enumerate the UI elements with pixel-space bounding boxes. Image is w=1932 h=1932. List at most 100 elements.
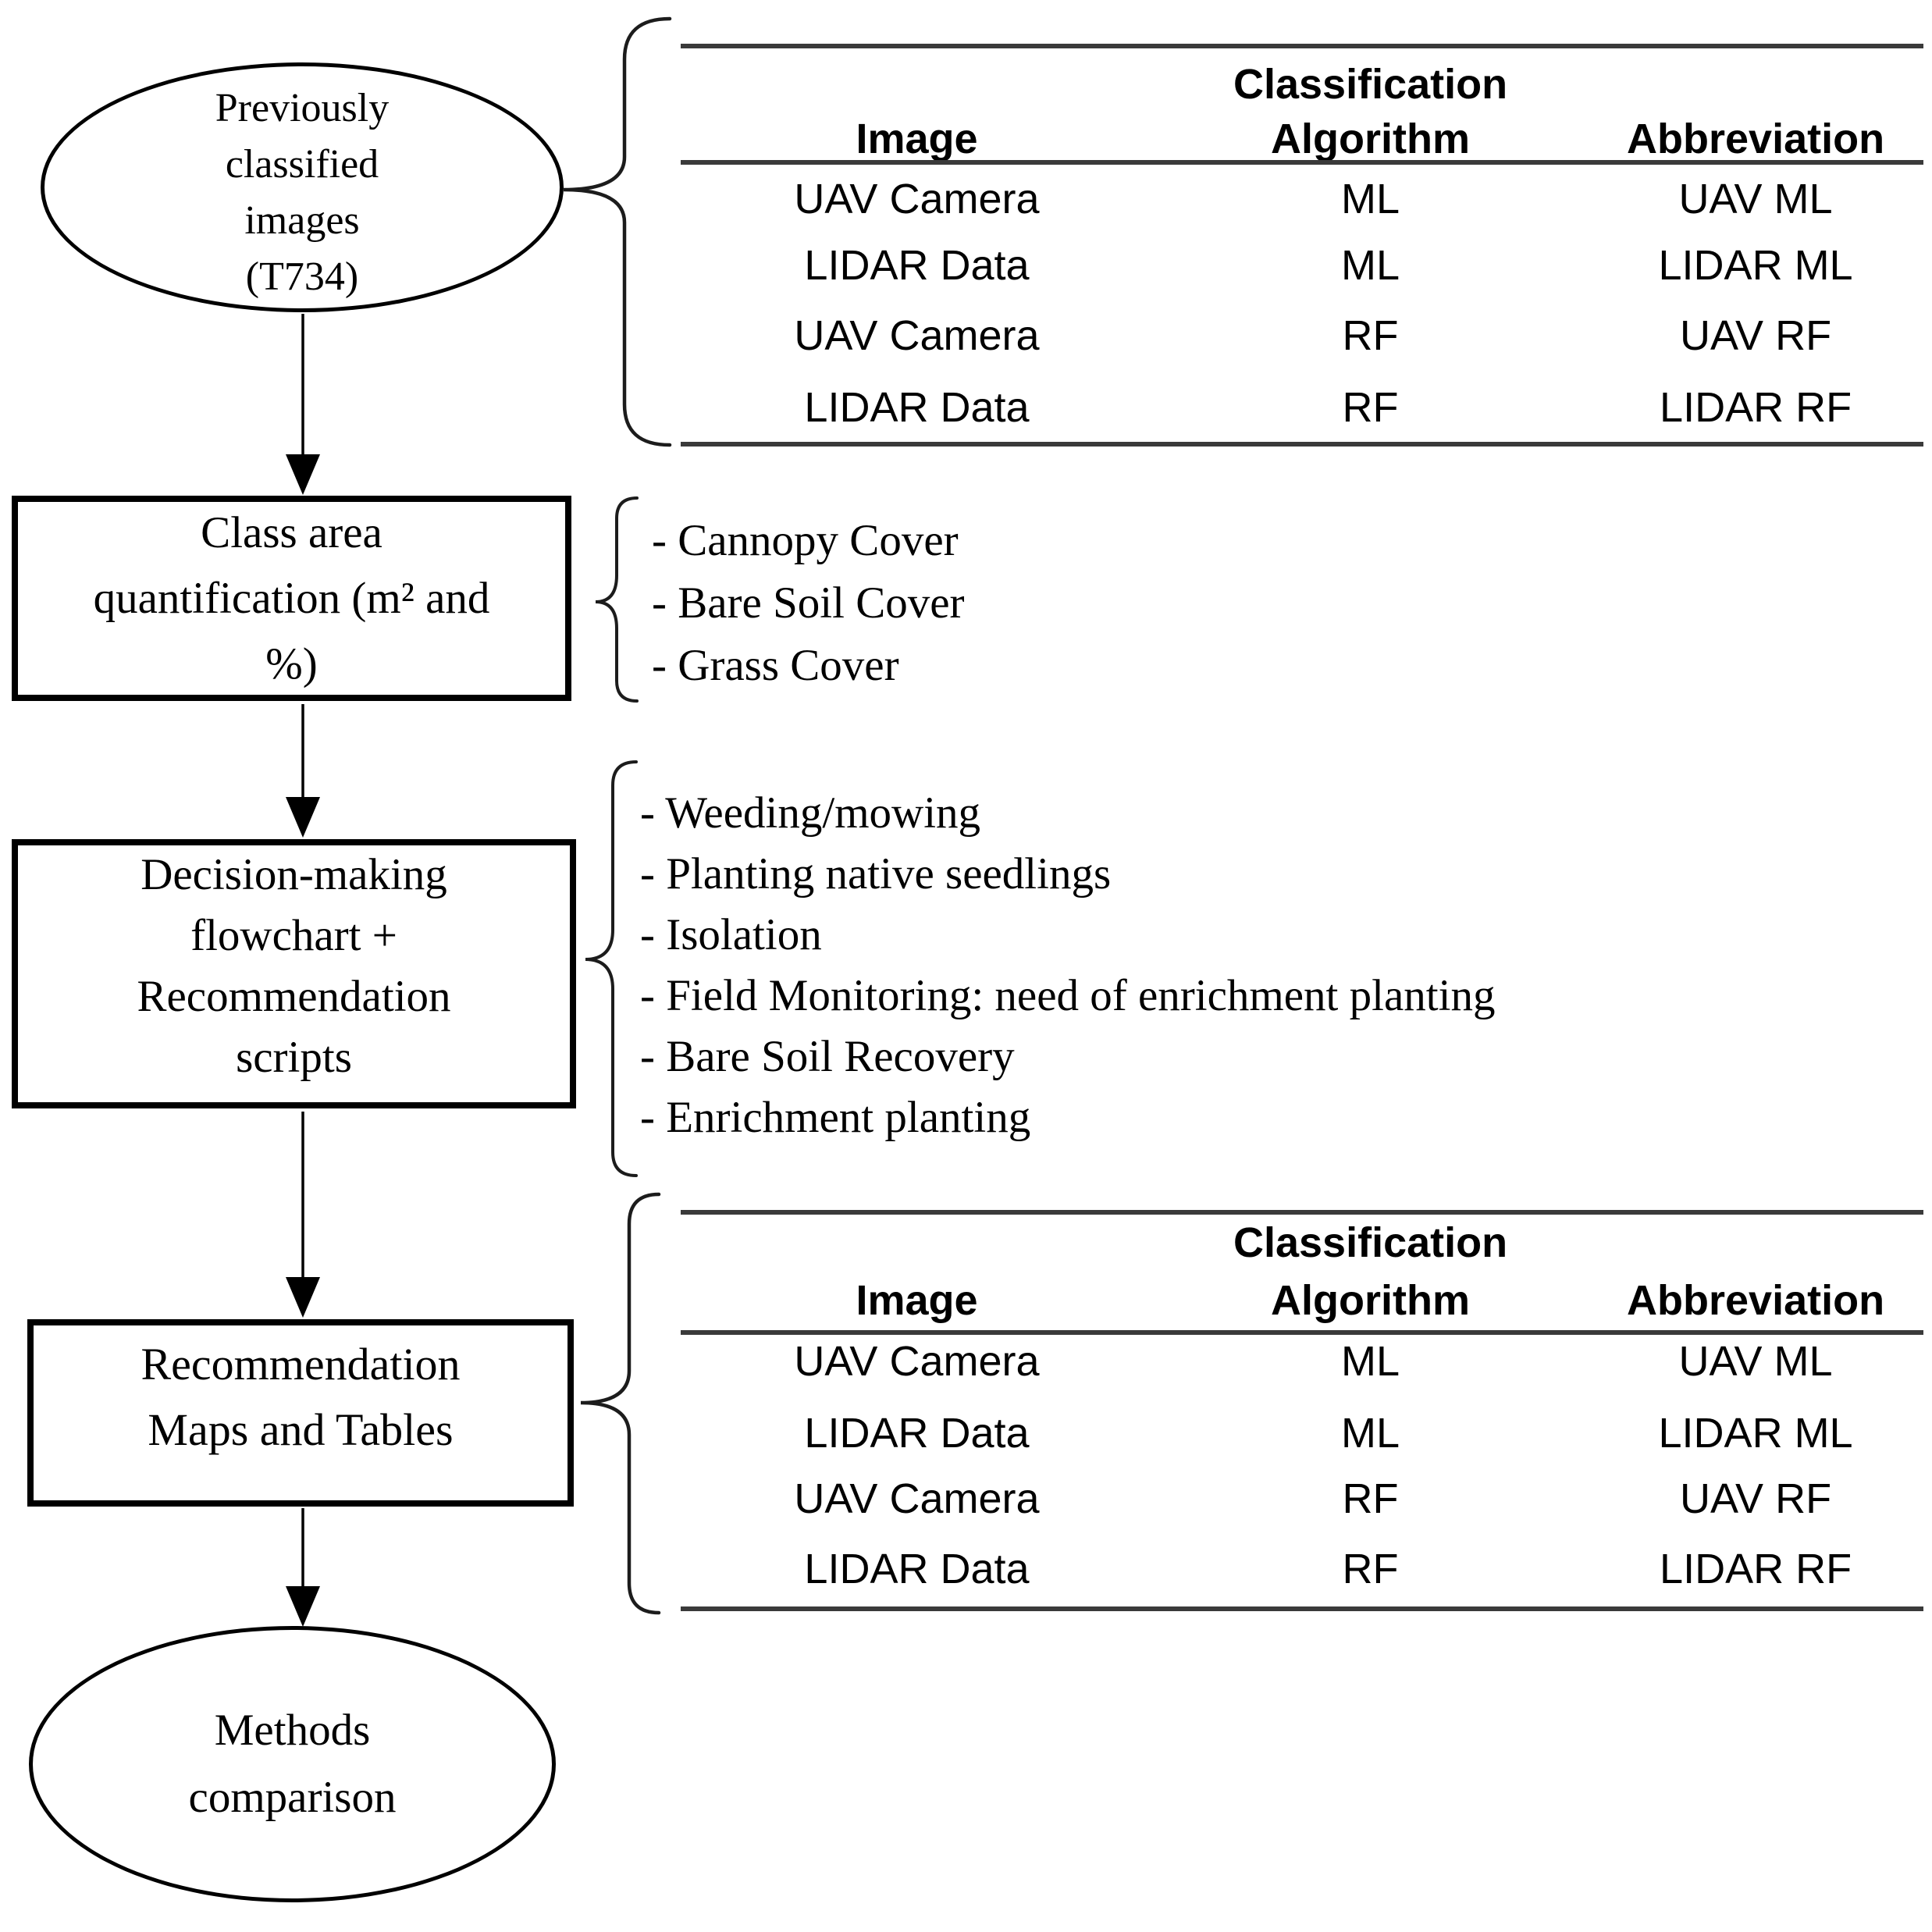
table-row: UAV Camera RF UAV RF xyxy=(681,309,1923,362)
cell-abbreviation: UAV ML xyxy=(1678,1338,1833,1385)
cell-abbreviation: UAV ML xyxy=(1678,176,1833,222)
col-header-image: Image xyxy=(856,1277,978,1324)
node-text-line: flowchart + xyxy=(190,910,397,960)
list-item: - Isolation xyxy=(640,909,822,959)
curly-brace-bottom-table xyxy=(580,1192,661,1615)
node-text-line: scripts xyxy=(236,1032,352,1082)
curly-brace-class-list xyxy=(595,496,639,703)
cell-abbreviation: LIDAR ML xyxy=(1658,1410,1853,1457)
cell-image: UAV Camera xyxy=(794,312,1040,359)
list-item: - Cannopy Cover xyxy=(652,515,959,565)
col-header-image: Image xyxy=(856,116,978,162)
list-item: - Bare Soil Recovery xyxy=(640,1031,1015,1081)
table-row: UAV Camera ML UAV ML xyxy=(681,1335,1923,1388)
node-text-line: images xyxy=(244,198,360,243)
node-text-line: quantification (m² and xyxy=(93,573,490,623)
table-row: UAV Camera ML UAV ML xyxy=(681,173,1923,226)
node-text-line: Recommendation xyxy=(137,971,451,1021)
list-item: - Field Monitoring: need of enrichment p… xyxy=(640,970,1496,1020)
arrow-ellipse-to-classarea xyxy=(286,314,320,495)
cell-image: LIDAR Data xyxy=(804,1546,1030,1592)
col-header-classification: Classification xyxy=(1233,61,1508,108)
col-header-abbreviation: Abbreviation xyxy=(1627,1277,1885,1324)
table-header-row-2: Image Algorithm Abbreviation xyxy=(681,1276,1923,1325)
cell-algorithm: RF xyxy=(1342,384,1399,431)
list-item: - Bare Soil Cover xyxy=(652,578,965,628)
node-text-line: Previously xyxy=(215,86,390,130)
cell-algorithm: RF xyxy=(1342,1546,1399,1592)
spacer xyxy=(1588,61,1923,108)
table-row: LIDAR Data RF LIDAR RF xyxy=(681,381,1923,434)
arrow-classarea-to-decision xyxy=(286,704,320,838)
curly-brace-actions-list xyxy=(585,760,638,1177)
cell-image: LIDAR Data xyxy=(804,384,1030,431)
cell-algorithm: RF xyxy=(1342,312,1399,359)
table-rule-bottom xyxy=(681,442,1923,447)
list-item: - Enrichment planting xyxy=(640,1092,1031,1142)
arrow-head xyxy=(286,1277,320,1318)
arrow-recommend-to-methods xyxy=(286,1508,320,1627)
cell-abbreviation: LIDAR RF xyxy=(1660,1546,1852,1592)
management-actions-list: - Weeding/mowing - Planting native seedl… xyxy=(640,782,1495,1147)
cell-image: UAV Camera xyxy=(794,1338,1040,1385)
node-text-line: (T734) xyxy=(245,254,359,299)
cell-abbreviation: LIDAR RF xyxy=(1660,384,1852,431)
spacer xyxy=(681,61,1153,108)
table-row: LIDAR Data RF LIDAR RF xyxy=(681,1542,1923,1596)
node-methods-comparison: Methods comparison xyxy=(29,1626,556,1902)
col-header-algorithm: Algorithm xyxy=(1271,116,1471,162)
table-rule-top xyxy=(681,44,1923,48)
table-row: LIDAR Data ML LIDAR ML xyxy=(681,1407,1923,1460)
cell-algorithm: ML xyxy=(1341,1410,1400,1457)
cell-algorithm: RF xyxy=(1342,1475,1399,1522)
col-header-abbreviation: Abbreviation xyxy=(1627,116,1885,162)
table-row: LIDAR Data ML LIDAR ML xyxy=(681,239,1923,292)
node-recommendation-maps-tables: Recommendation Maps and Tables xyxy=(27,1319,574,1507)
table-rule-top xyxy=(681,1210,1923,1215)
col-header-classification: Classification xyxy=(1233,1219,1508,1266)
list-item: - Weeding/mowing xyxy=(640,788,981,838)
arrow-head xyxy=(286,797,320,838)
cell-image: LIDAR Data xyxy=(804,1410,1030,1457)
node-text-line: Class area xyxy=(201,507,382,557)
node-text-line: Maps and Tables xyxy=(148,1404,454,1455)
table-rule-header xyxy=(681,1330,1923,1335)
cell-algorithm: ML xyxy=(1341,242,1400,289)
cell-abbreviation: UAV RF xyxy=(1680,1475,1832,1522)
table-rule-header xyxy=(681,160,1923,165)
class-cover-list: - Cannopy Cover - Bare Soil Cover - Gras… xyxy=(652,509,965,696)
table-header-row-2: Image Algorithm Abbreviation xyxy=(681,114,1923,164)
cell-image: UAV Camera xyxy=(794,176,1040,222)
list-item: - Grass Cover xyxy=(652,640,899,690)
list-item: - Planting native seedlings xyxy=(640,849,1112,898)
classification-table-top: Classification Image Algorithm Abbreviat… xyxy=(681,31,1923,453)
cell-image: LIDAR Data xyxy=(804,242,1030,289)
table-rule-bottom xyxy=(681,1606,1923,1611)
node-text-line: %) xyxy=(265,639,318,688)
node-text-line: Methods xyxy=(214,1706,371,1755)
table-row: UAV Camera RF UAV RF xyxy=(681,1472,1923,1525)
node-class-area-quantification: Class area quantification (m² and %) xyxy=(12,496,571,701)
spacer xyxy=(1588,1219,1923,1266)
classification-table-bottom: Classification Image Algorithm Abbreviat… xyxy=(681,1202,1923,1614)
table-header-row-1: Classification xyxy=(681,61,1923,108)
arrow-decision-to-recommend xyxy=(286,1112,320,1318)
node-decision-making-flowchart: Decision-making flowchart + Recommendati… xyxy=(12,839,576,1108)
cell-abbreviation: LIDAR ML xyxy=(1658,242,1853,289)
node-text-line: Decision-making xyxy=(141,849,447,899)
node-text-line: Recommendation xyxy=(141,1339,461,1389)
table-header-row-1: Classification xyxy=(681,1219,1923,1266)
curly-brace-top-table xyxy=(563,16,672,447)
node-text-line: classified xyxy=(225,142,379,187)
cell-algorithm: ML xyxy=(1341,176,1400,222)
arrow-head xyxy=(286,454,320,495)
cell-abbreviation: UAV RF xyxy=(1680,312,1832,359)
cell-algorithm: ML xyxy=(1341,1338,1400,1385)
col-header-algorithm: Algorithm xyxy=(1271,1277,1471,1324)
node-previously-classified-images: Previously classified images (T734) xyxy=(41,62,564,312)
spacer xyxy=(681,1219,1153,1266)
node-text-line: comparison xyxy=(188,1773,397,1822)
arrow-head xyxy=(286,1586,320,1627)
